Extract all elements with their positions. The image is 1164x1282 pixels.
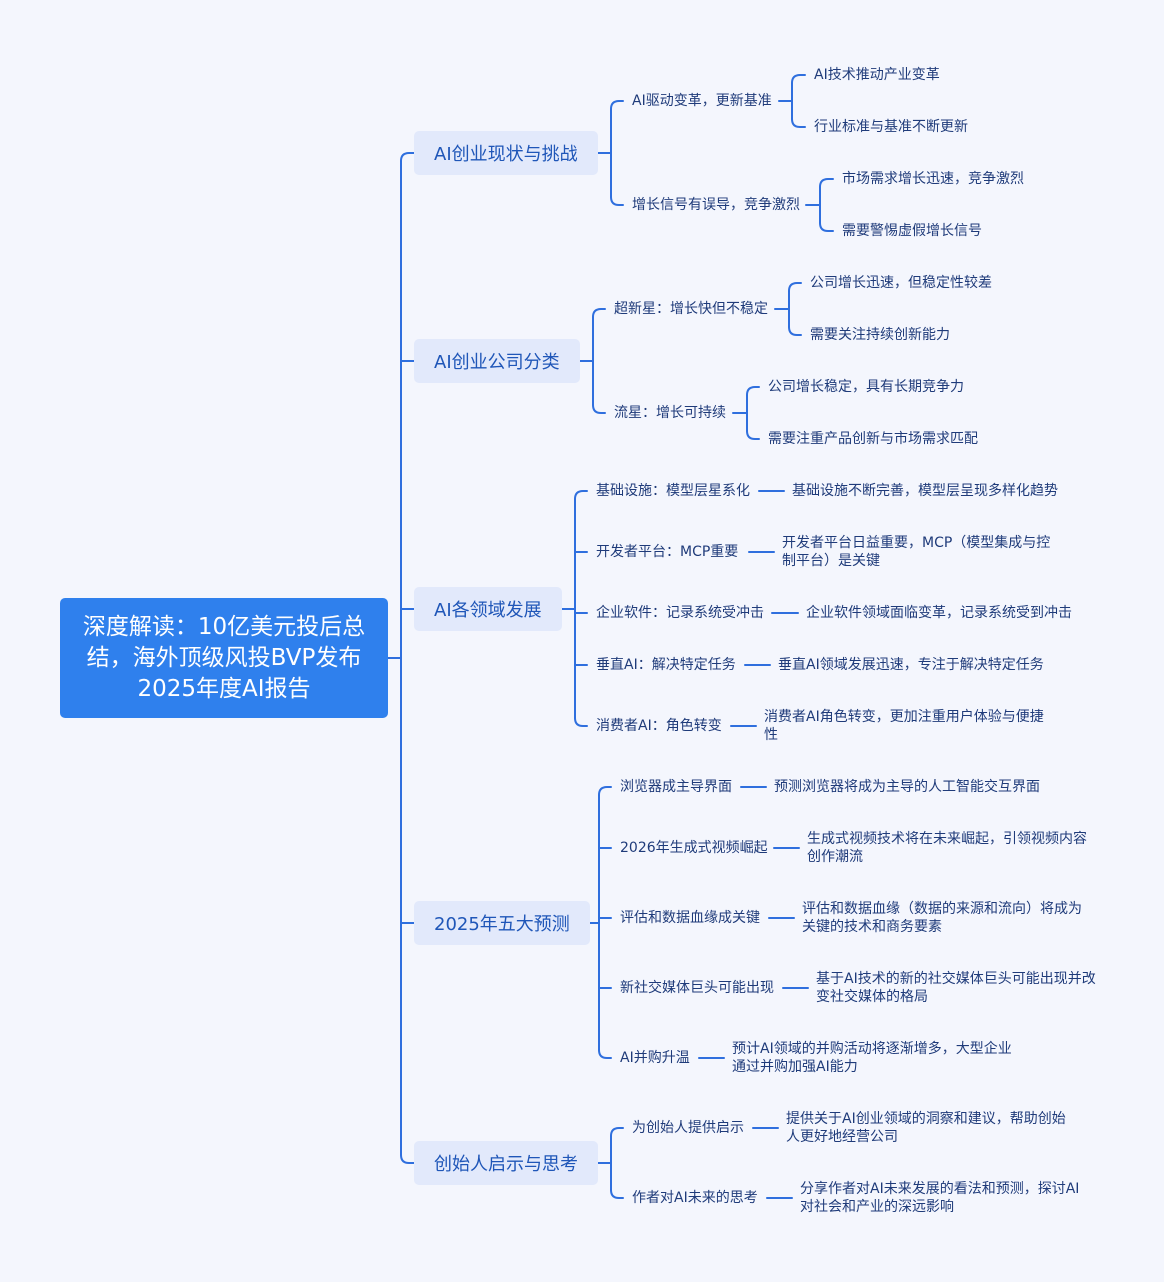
leaf-stable-growth[interactable]: 公司增长稳定，具有长期竞争力 bbox=[768, 379, 964, 395]
connector-line-26 bbox=[788, 326, 802, 336]
topic-generative-video[interactable]: 2026年生成式视频崛起 bbox=[620, 840, 768, 856]
branch-founder-insights[interactable]: 创始人启示与思考 bbox=[414, 1141, 598, 1185]
connector-line-37 bbox=[574, 717, 588, 727]
topic-supernova[interactable]: 超新星：增长快但不稳定 bbox=[614, 301, 768, 317]
connector-line-14 bbox=[791, 118, 806, 128]
topic-founder-inspiration[interactable]: 为创始人提供启示 bbox=[632, 1120, 744, 1136]
connector-line-57 bbox=[610, 1127, 624, 1137]
connector-line-33 bbox=[574, 490, 588, 500]
leaf-ma[interactable]: 预计AI领域的并购活动将逐渐增多，大型企业通过并购加强AI能力 bbox=[732, 1041, 1012, 1075]
leaf-enterprise-software[interactable]: 企业软件领域面临变革，记录系统受到冲击 bbox=[806, 605, 1072, 621]
topic-consumer-ai[interactable]: 消费者AI：角色转变 bbox=[596, 718, 722, 734]
leaf-market-demand[interactable]: 市场需求增长迅速，竞争激烈 bbox=[842, 171, 1024, 187]
leaf-vertical-ai[interactable]: 垂直AI领域发展迅速，专注于解决特定任务 bbox=[778, 657, 1044, 673]
leaf-fast-unstable[interactable]: 公司增长迅速，但稳定性较差 bbox=[810, 275, 992, 291]
connector-line-25 bbox=[788, 282, 802, 292]
branch-ai-startup-types[interactable]: AI创业公司分类 bbox=[414, 339, 580, 383]
topic-vertical-ai[interactable]: 垂直AI：解决特定任务 bbox=[596, 657, 736, 673]
connector-line-21 bbox=[592, 308, 606, 318]
connector-line-13 bbox=[791, 74, 806, 84]
topic-developer-platform[interactable]: 开发者平台：MCP重要 bbox=[596, 544, 739, 560]
topic-social-media[interactable]: 新社交媒体巨头可能出现 bbox=[620, 980, 774, 996]
topic-infrastructure[interactable]: 基础设施：模型层星系化 bbox=[596, 483, 750, 499]
connector-line-18 bbox=[819, 222, 834, 232]
topic-eval-lineage[interactable]: 评估和数据血缘成关键 bbox=[620, 910, 760, 926]
topic-meteor[interactable]: 流星：增长可持续 bbox=[614, 405, 726, 421]
leaf-browser[interactable]: 预测浏览器将成为主导的人工智能交互界面 bbox=[774, 779, 1040, 795]
branch-ai-startup-status[interactable]: AI创业现状与挑战 bbox=[414, 131, 598, 175]
leaf-consumer-ai[interactable]: 消费者AI角色转变，更加注重用户体验与便捷性 bbox=[764, 709, 1044, 743]
topic-browser[interactable]: 浏览器成主导界面 bbox=[620, 779, 732, 795]
connector-line-9 bbox=[610, 100, 624, 110]
leaf-product-market-fit[interactable]: 需要注重产品创新与市场需求匹配 bbox=[768, 431, 978, 447]
connector-line-2 bbox=[400, 152, 415, 162]
topic-author-thoughts[interactable]: 作者对AI未来的思考 bbox=[632, 1190, 758, 1206]
connector-line-58 bbox=[610, 1189, 624, 1199]
connector-line-17 bbox=[819, 178, 834, 188]
leaf-eval-lineage[interactable]: 评估和数据血缘（数据的来源和流向）将成为关键的技术和商务要素 bbox=[802, 901, 1082, 935]
topic-enterprise-software[interactable]: 企业软件：记录系统受冲击 bbox=[596, 605, 764, 621]
leaf-false-signals[interactable]: 需要警惕虚假增长信号 bbox=[842, 223, 982, 239]
leaf-developer-platform[interactable]: 开发者平台日益重要，MCP（模型集成与控制平台）是关键 bbox=[782, 535, 1051, 569]
leaf-innovation-focus[interactable]: 需要关注持续创新能力 bbox=[810, 327, 950, 343]
connector-line-6 bbox=[400, 1154, 415, 1164]
branch-2025-predictions[interactable]: 2025年五大预测 bbox=[414, 901, 590, 945]
leaf-author-thoughts[interactable]: 分享作者对AI未来发展的看法和预测，探讨AI对社会和产业的深远影响 bbox=[800, 1181, 1080, 1215]
connector-line-10 bbox=[610, 196, 624, 206]
leaf-generative-video[interactable]: 生成式视频技术将在未来崛起，引领视频内容创作潮流 bbox=[807, 831, 1087, 865]
topic-ai-drives-change[interactable]: AI驱动变革，更新基准 bbox=[632, 93, 772, 109]
leaf-infrastructure[interactable]: 基础设施不断完善，模型层呈现多样化趋势 bbox=[792, 483, 1058, 499]
connector-line-49 bbox=[598, 1049, 612, 1059]
root-topic[interactable]: 深度解读：10亿美元投后总结，海外顶级风投BVP发布2025年度AI报告 bbox=[60, 598, 388, 718]
leaf-standards-update[interactable]: 行业标准与基准不断更新 bbox=[814, 119, 968, 135]
branch-ai-domains[interactable]: AI各领域发展 bbox=[414, 587, 562, 631]
connector-line-45 bbox=[598, 786, 612, 796]
topic-misleading-signals[interactable]: 增长信号有误导，竞争激烈 bbox=[632, 197, 800, 213]
connector-line-22 bbox=[592, 404, 606, 414]
leaf-founder-inspiration[interactable]: 提供关于AI创业领域的洞察和建议，帮助创始人更好地经营公司 bbox=[786, 1111, 1066, 1145]
leaf-ai-tech-industry[interactable]: AI技术推动产业变革 bbox=[814, 67, 940, 83]
leaf-social-media[interactable]: 基于AI技术的新的社交媒体巨头可能出现并改变社交媒体的格局 bbox=[816, 971, 1096, 1005]
connector-line-29 bbox=[746, 386, 760, 396]
connector-line-30 bbox=[746, 430, 760, 440]
topic-ma[interactable]: AI并购升温 bbox=[620, 1050, 690, 1066]
